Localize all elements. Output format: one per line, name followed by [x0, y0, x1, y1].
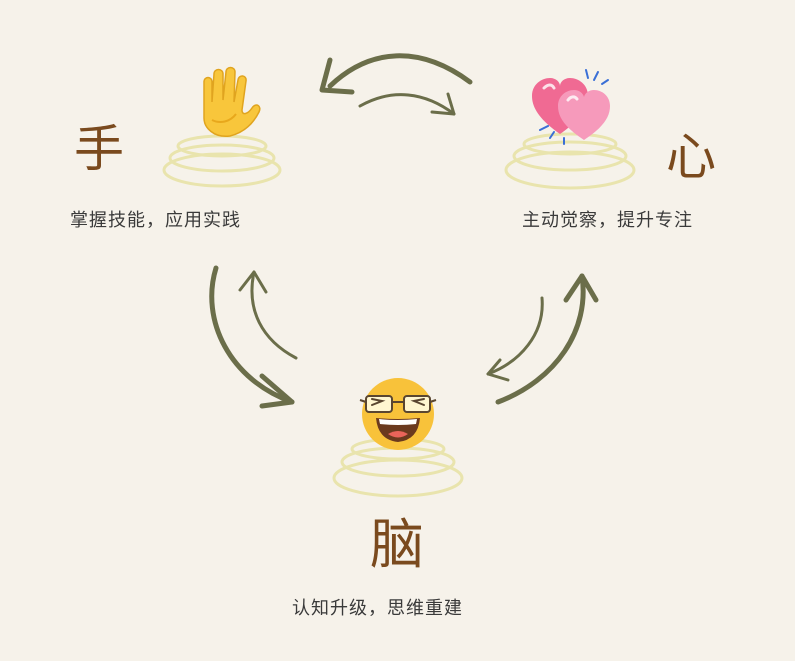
heart-pedestal — [504, 132, 636, 190]
hand-title: 手 — [74, 120, 124, 178]
arrow-hand-to-heart — [358, 92, 456, 116]
hand-pedestal — [162, 134, 282, 188]
raised-hand-icon — [203, 66, 261, 137]
arrow-heart-to-brain — [486, 296, 544, 382]
arrow-hand-to-brain — [209, 265, 295, 409]
brain-title: 脑 — [370, 513, 424, 576]
two-hearts-icon — [532, 69, 610, 145]
arrow-brain-to-hand — [238, 270, 298, 360]
arrow-brain-to-heart — [495, 273, 599, 405]
grinning-glasses-face-icon — [359, 378, 437, 450]
heart-caption: 主动觉察，提升专注 — [522, 210, 693, 231]
arrow-heart-to-hand — [319, 53, 473, 95]
hand-caption: 掌握技能，应用实践 — [70, 210, 241, 231]
heart-title: 心 — [666, 128, 716, 186]
brain-caption: 认知升级，思维重建 — [292, 598, 463, 619]
